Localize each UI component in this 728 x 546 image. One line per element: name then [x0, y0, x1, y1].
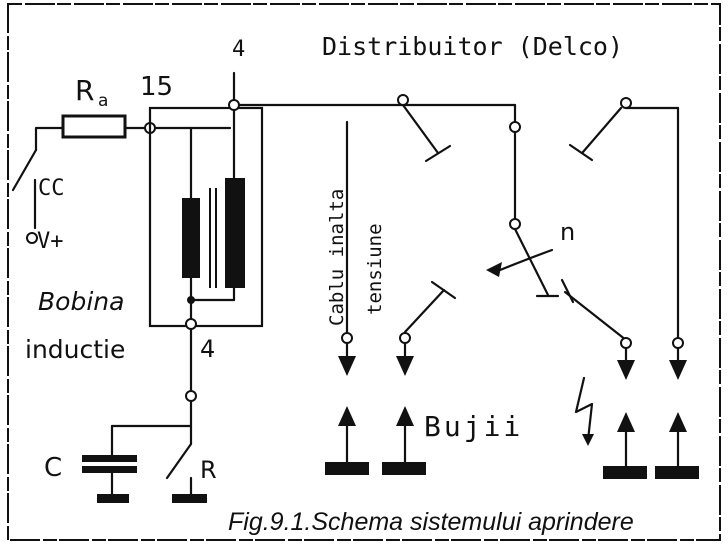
spark-arrow-head — [582, 434, 594, 446]
plug-3 — [603, 337, 647, 479]
coil-label-line1: Bobina — [38, 287, 124, 316]
capacitor-label: C — [44, 453, 62, 483]
plug-2 — [382, 332, 426, 475]
breaker-circuit — [82, 327, 207, 503]
secondary-winding — [225, 178, 245, 288]
cc-label: CC — [38, 176, 65, 201]
rotation-arrow-head — [486, 262, 502, 277]
resistor-label: R — [75, 74, 94, 107]
rotor-center — [509, 218, 521, 230]
capacitor-ground — [97, 494, 129, 503]
distributor-label: Distribuitor (Delco) — [322, 32, 623, 61]
terminal-4-bottom-label: 4 — [200, 335, 215, 363]
terminal-4-top-node — [228, 99, 240, 111]
resistor-subscript: a — [98, 91, 108, 111]
v-plus-label: V+ — [37, 229, 64, 254]
cable-label-line1: Cablu inalta — [326, 189, 348, 326]
spark-lightning-icon — [574, 376, 594, 442]
ignition-coil — [148, 71, 517, 330]
resistor-ra — [61, 114, 127, 139]
spark-plugs-label: Bujii — [424, 410, 523, 443]
terminal-4-bottom-node — [185, 318, 197, 330]
breaker-ground — [172, 494, 207, 503]
primary-winding — [182, 198, 200, 278]
capacitor-plate-top — [82, 455, 137, 462]
capacitor-plate-bottom — [82, 466, 137, 473]
terminal-15-label: 15 — [140, 72, 173, 102]
terminal-4-top-label: 4 — [232, 37, 245, 62]
plug-4 — [624, 106, 699, 479]
coil-housing — [148, 106, 264, 328]
figure-caption: Fig.9.1.Schema sistemului aprindere — [228, 508, 634, 536]
breaker-label: R — [200, 456, 217, 484]
distributor — [397, 94, 632, 342]
rotor-n-label: n — [560, 218, 575, 246]
rotor-arm — [513, 227, 550, 297]
ignition-switch — [11, 126, 65, 244]
plug-1 — [325, 120, 369, 475]
cable-label-line2: tensiune — [364, 223, 386, 315]
coil-label-line2: inductie — [25, 335, 125, 364]
page-border — [7, 3, 721, 541]
